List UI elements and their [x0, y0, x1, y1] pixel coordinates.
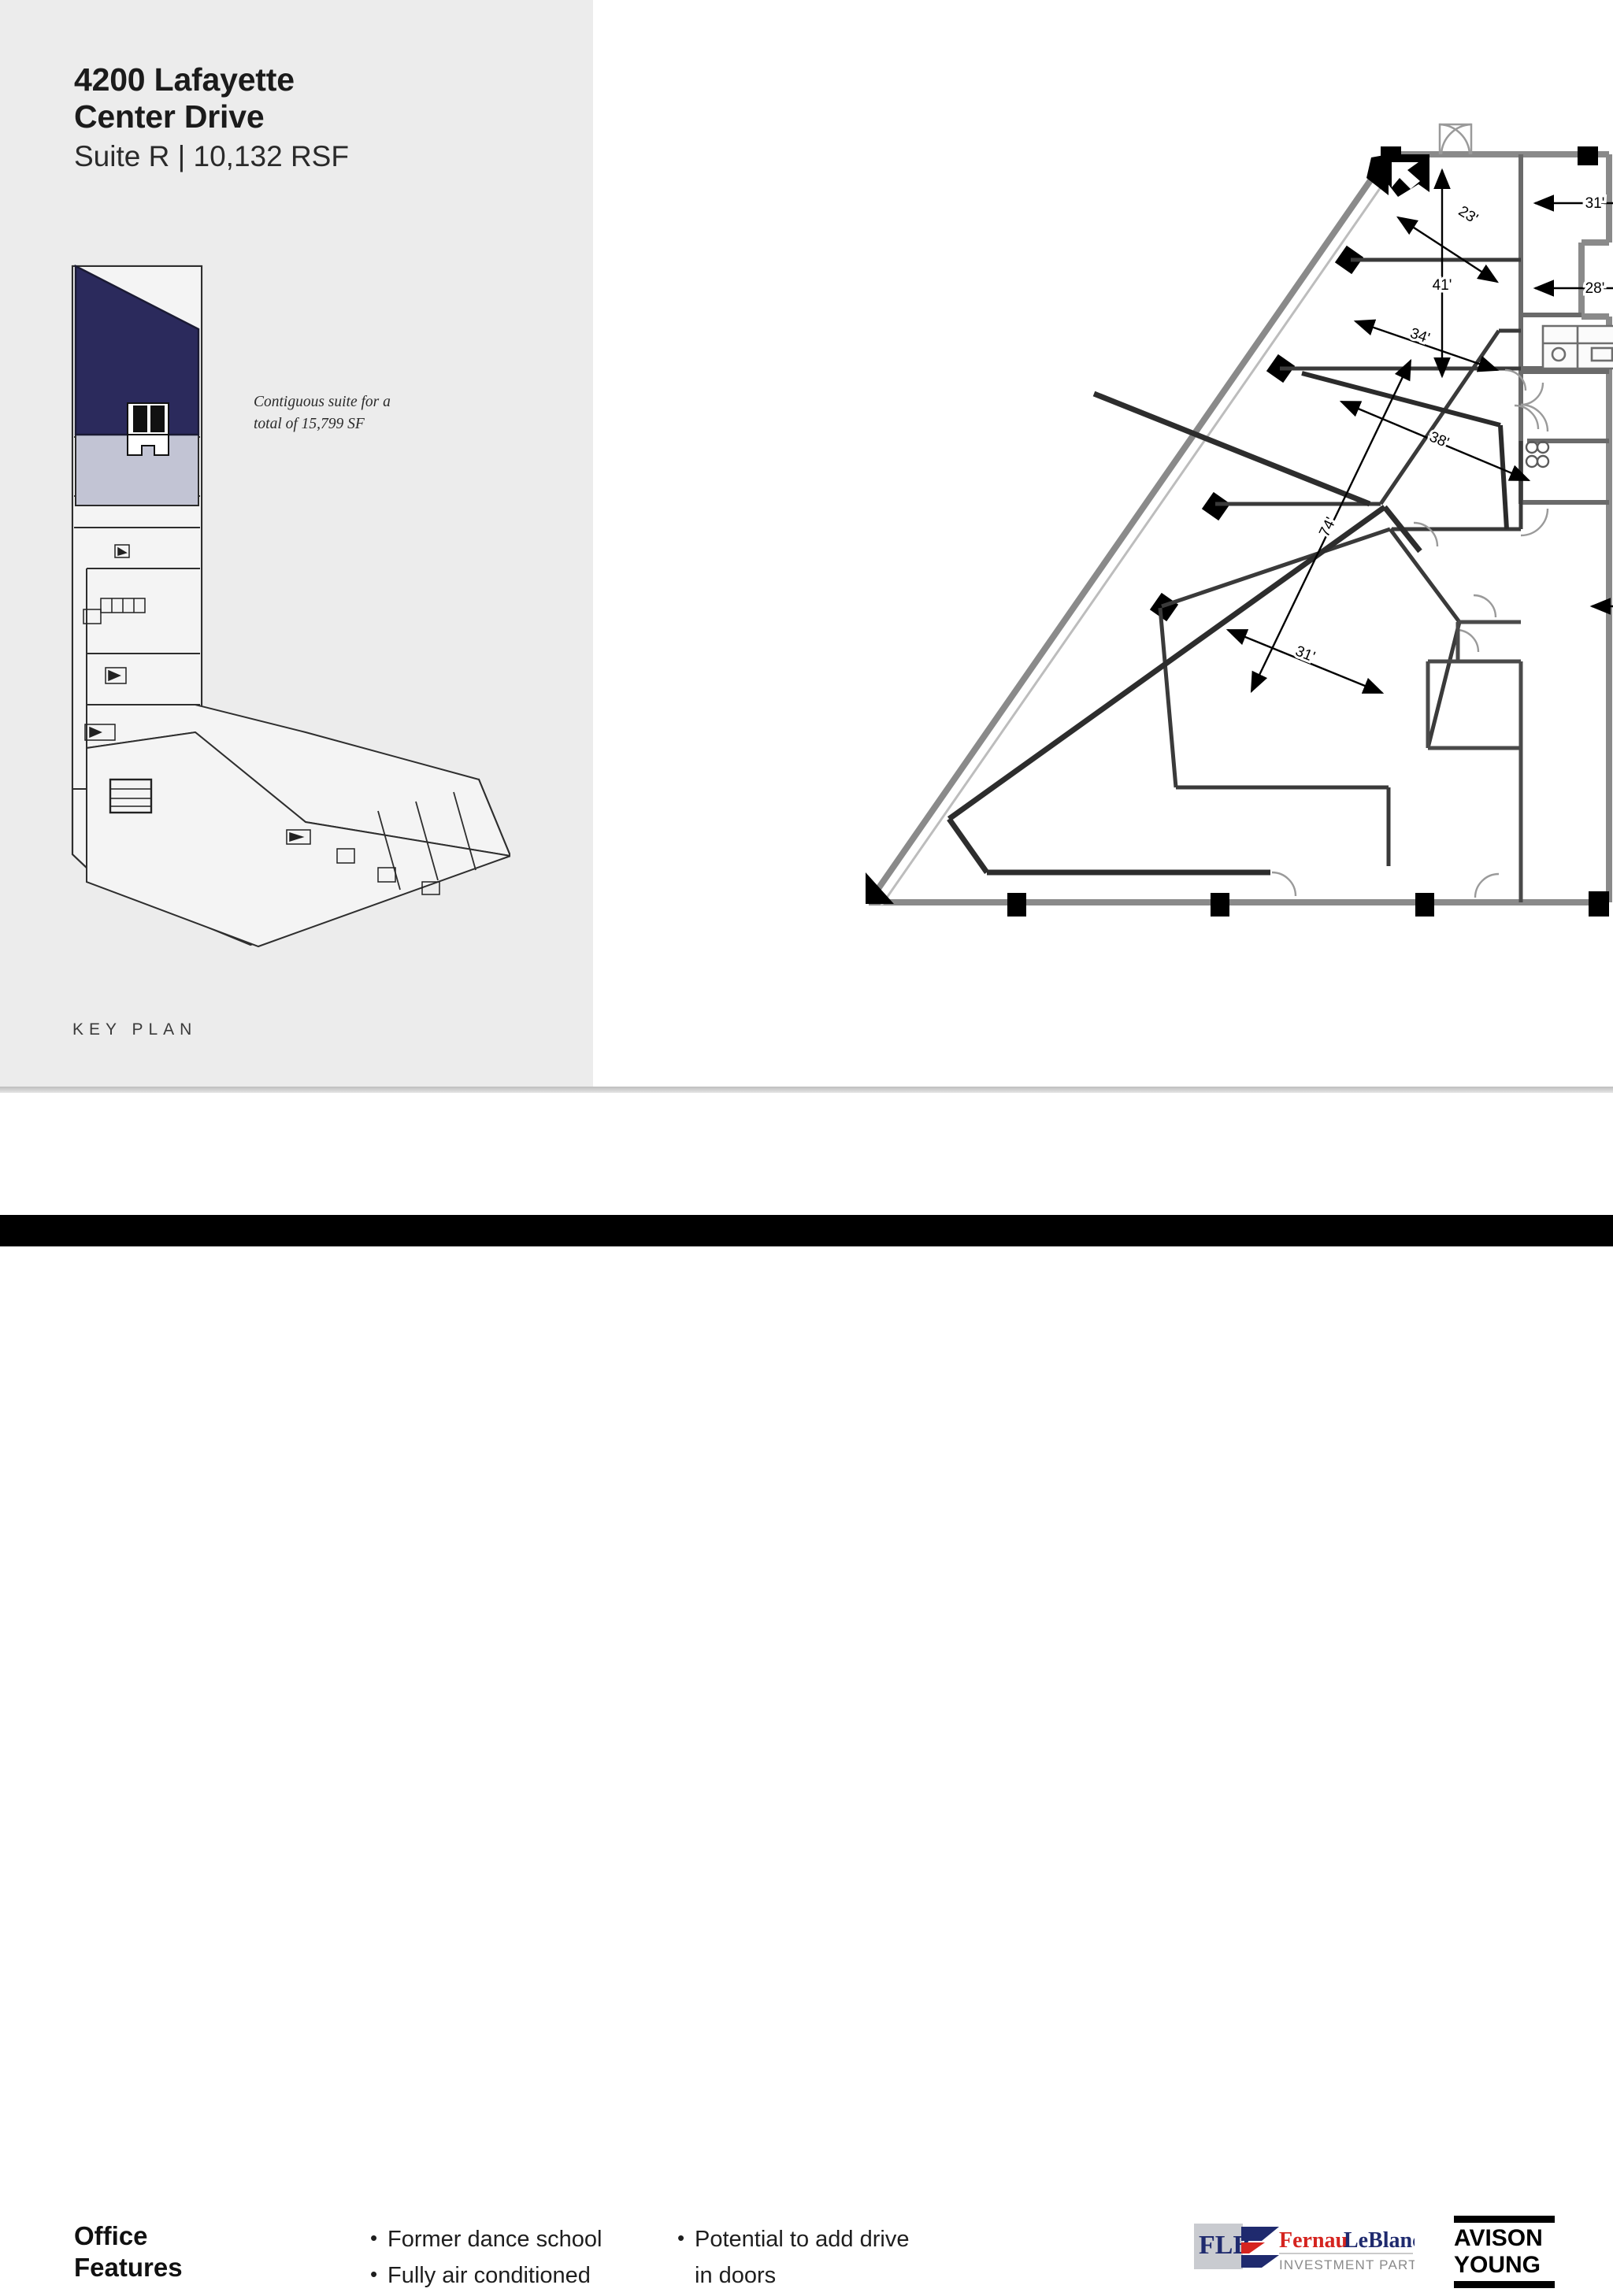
svg-text:34': 34': [1408, 325, 1432, 347]
footer-black-bar: [0, 1215, 1613, 1246]
key-plan-diagram: [69, 260, 510, 968]
bullet-icon: •: [370, 2262, 378, 2287]
feature-item: • Fully air conditioned: [370, 2260, 630, 2292]
key-plan-label: KEY PLAN: [72, 1020, 198, 1039]
flb-tagline: INVESTMENT PARTNERS: [1279, 2257, 1415, 2272]
features-column-2: • Potential to add drive • in doors: [677, 2224, 945, 2296]
title-line-2: Center Drive: [74, 98, 265, 135]
contiguous-note-line-1: Contiguous suite for a: [254, 394, 391, 410]
office-features-title: Office Features: [74, 2220, 183, 2284]
footer-bar: Office Features • Former dance school • …: [0, 1093, 1613, 2288]
ay-top-rule: [1454, 2216, 1555, 2223]
bullet-icon: •: [677, 2226, 685, 2250]
ay-line-2: YOUNG: [1454, 2252, 1541, 2279]
fernau-leblanc-logo: FLB Fernau LeBlanc INVESTMENT PARTNERS: [1194, 2219, 1458, 2276]
features-title-line-2: Features: [74, 2253, 183, 2283]
svg-text:31': 31': [1293, 643, 1318, 666]
suite-subtitle: Suite R | 10,132 RSF: [74, 140, 349, 173]
bullet-icon: •: [370, 2226, 378, 2250]
feature-text: Former dance school: [387, 2227, 603, 2252]
feature-item: • Potential to add drive: [677, 2224, 945, 2256]
flb-name-part1: Fernau: [1279, 2228, 1348, 2253]
title-line-1: 4200 Lafayette: [74, 61, 295, 98]
avison-young-logo: AVISON YOUNG: [1454, 2216, 1555, 2288]
flb-name-part2: LeBlanc: [1344, 2228, 1415, 2253]
page-title: 4200 Lafayette Center Drive Suite R | 10…: [74, 61, 562, 176]
svg-text:23': 23': [1455, 203, 1481, 228]
contiguous-note-line-2: total of 15,799 SF: [254, 416, 365, 433]
feature-text: Potential to add drive: [695, 2227, 910, 2252]
ay-line-1: AVISON: [1454, 2225, 1543, 2251]
ay-bottom-rule: [1454, 2280, 1555, 2288]
svg-text:31': 31': [1585, 195, 1605, 212]
feature-text: in doors: [695, 2263, 777, 2289]
floorplan-drawing: 23' 41' 34' 31' 31' 28' 38' 74' 31' 24.6…: [866, 123, 1613, 917]
svg-text:28': 28': [1585, 280, 1605, 297]
svg-text:41': 41': [1433, 277, 1452, 294]
features-title-line-1: Office: [74, 2221, 148, 2250]
sidebar-panel: 4200 Lafayette Center Drive Suite R | 10…: [0, 0, 593, 1087]
footer-divider: [0, 1087, 1613, 1093]
contiguous-suite-note: Contiguous suite for a total of 15,799 S…: [254, 391, 427, 436]
features-column-1: • Former dance school • Fully air condit…: [370, 2224, 630, 2296]
feature-item: • Former dance school: [370, 2224, 630, 2256]
floorplan-panel: 23' 41' 34' 31' 31' 28' 38' 74' 31' 24.6…: [593, 0, 1613, 1087]
svg-text:74': 74': [1316, 515, 1340, 539]
feature-text: Fully air conditioned: [387, 2263, 591, 2289]
feature-item: • in doors: [677, 2260, 945, 2292]
